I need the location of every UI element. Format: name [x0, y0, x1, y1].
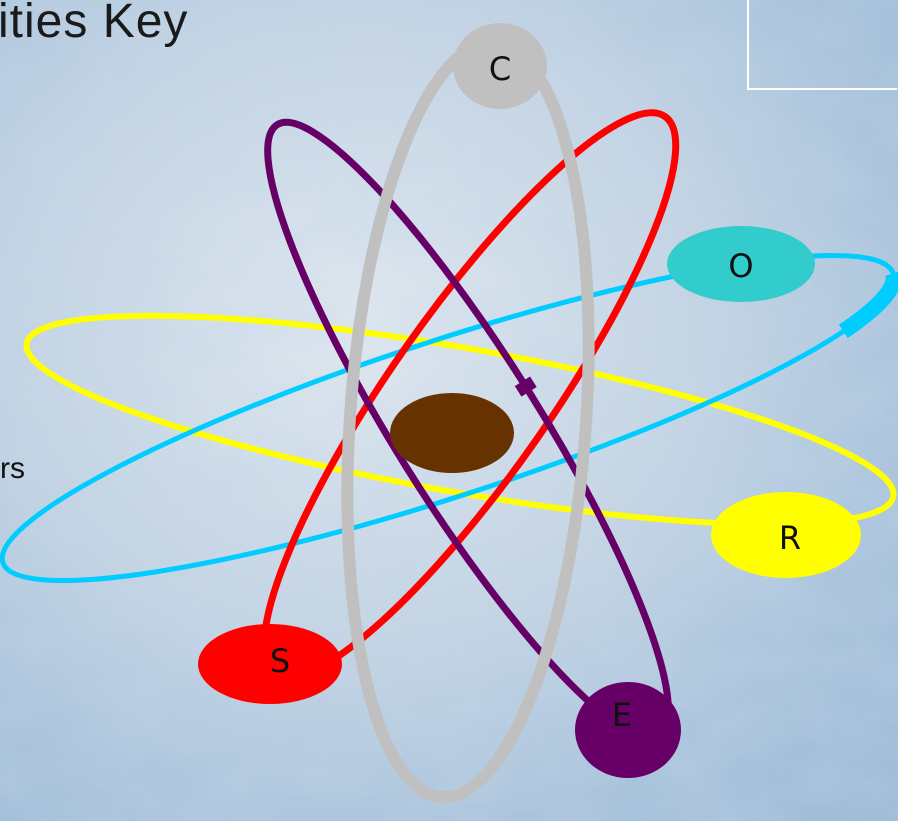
node-e-shape: [575, 682, 681, 778]
node-r-shape: [711, 492, 861, 578]
corner-frame: [747, 0, 897, 90]
node-o-shape: [667, 226, 815, 302]
nucleus: [390, 393, 514, 473]
orbit-purple-thick: [258, 113, 678, 747]
side-text-fragment: rs: [0, 452, 25, 485]
node-c: C: [453, 23, 547, 109]
orbit-cyan: [0, 252, 897, 584]
node-c-label: C: [489, 50, 511, 88]
node-o: O: [667, 226, 815, 302]
node-s-label: S: [270, 642, 290, 680]
node-o-label: O: [728, 247, 753, 285]
node-e-label: E: [612, 696, 632, 734]
node-r-label: R: [779, 519, 801, 557]
node-c-shape: [453, 23, 547, 109]
node-s: S: [198, 624, 342, 704]
slide-title: ities Key: [0, 0, 189, 48]
node-s-shape: [198, 624, 342, 704]
orbit-yellow: [23, 312, 897, 528]
node-e: E: [575, 682, 681, 778]
node-r: R: [711, 492, 861, 578]
